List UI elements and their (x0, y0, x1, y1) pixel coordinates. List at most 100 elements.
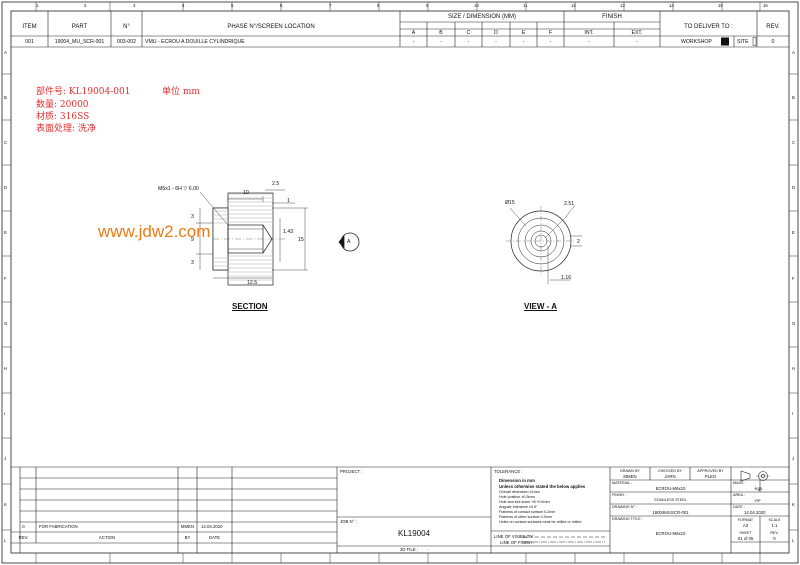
visibility-label: LINE OF VISIBILITY : (494, 534, 536, 539)
dim-3-bottom: 3 (191, 260, 194, 266)
deliver-header: TO DELIVER TO : (684, 24, 733, 30)
project-label: PROJECT : (340, 469, 363, 474)
date-col-header: DATE (208, 535, 221, 540)
n-value: 003-002 (116, 39, 137, 45)
dim-3-top: 3 (191, 214, 194, 220)
part-value: 19004_MU_SCR-001 (54, 39, 105, 45)
note-surface: 表面处理: 洗净 (36, 124, 96, 134)
row-index-b: B (4, 95, 7, 100)
material-label: MATERIAL : (612, 481, 633, 485)
dim-d-value: - (495, 39, 497, 45)
note-material: 材质: 316SS (36, 112, 90, 122)
dim-b-value: - (440, 39, 442, 45)
dim-f-value: - (549, 39, 552, 45)
tolerance-line-6: Angular tolerance ±0.5° (499, 505, 538, 509)
format-label: FORMAT (737, 518, 754, 522)
row-ticks (2, 73, 798, 531)
tolerance-line-8: Flatness of other surface 0.5mm (499, 515, 552, 519)
rev-header: REV. (766, 24, 780, 30)
row-index-c: C (4, 140, 8, 145)
mass-label: MASS : (733, 481, 746, 485)
file-label: 3D FILE : (400, 547, 419, 552)
job-label: JOB N° : (340, 519, 357, 524)
sheet-label: SHEET (739, 531, 752, 535)
col-index-3: 3 (133, 3, 136, 8)
drawn-by-label: DRAWN BY (620, 469, 640, 473)
dim-col-d: D (494, 30, 498, 36)
dim-1: 1 (287, 198, 290, 204)
site-checkbox (752, 37, 757, 46)
revision-row-action: FOR FABRICATION (39, 524, 78, 529)
col-index-4: 4 (182, 3, 185, 8)
checked-by-label: CHECKED BY (658, 469, 682, 473)
dim-1-43: 1.43 (283, 229, 294, 235)
n-header: N° (123, 24, 130, 30)
dim-15: 15 (298, 237, 304, 243)
drawing-no-value: 19004MUSCR-001 (652, 510, 689, 515)
col-index-11: 11 (523, 3, 528, 8)
tolerance-line-3: Overall dimension ±1mm (499, 490, 540, 494)
area-label: AREA : (733, 493, 745, 497)
finish-ext-value: - (636, 39, 638, 45)
by-col-header: BY (184, 535, 191, 540)
rev-label: REV. (770, 531, 779, 535)
row-index-i: I (4, 411, 6, 416)
workshop-label: WORKSHOP (681, 39, 712, 45)
dim-12-5: 12.5 (247, 280, 258, 286)
finish-col-int: INT. (584, 30, 594, 36)
row-index-d-right: D (792, 185, 796, 190)
sheet-value: 01 of 05 (737, 536, 754, 541)
dim-col-a: A (411, 30, 416, 36)
row-index-c-right: C (792, 140, 796, 145)
col-index-7: 7 (329, 3, 332, 8)
col-index-10: 10 (474, 3, 479, 8)
tolerance-line-1: Dimension in mm (499, 478, 535, 483)
col-index-16: 16 (763, 3, 768, 8)
scale-value: 1:1 (771, 523, 778, 528)
size-header: SIZE / DIMENSION (MM) (448, 14, 516, 20)
dim-dia-15: Ø15 (505, 200, 515, 206)
thread-callout: M6x1 - 6H ▽ 6.00 (158, 186, 199, 192)
workshop-checkbox (721, 37, 729, 46)
row-index-b-right: B (792, 95, 795, 100)
dim-col-f: F (548, 30, 553, 36)
row-index-a: A (4, 50, 7, 55)
part-header: PART (71, 24, 88, 30)
rev-value-block: 0 (773, 536, 776, 541)
col-index-8: 8 (377, 3, 380, 8)
dim-col-b: B (439, 30, 443, 36)
view-a-title: VIEW - A (524, 302, 558, 311)
tolerance-line-9: Holes on contact surfaces must be drille… (499, 520, 582, 524)
material-value: ECROU-M6x10 (655, 486, 686, 491)
view-a-drawing (506, 204, 582, 284)
row-index-a-right: A (792, 50, 795, 55)
dim-10: 10 (243, 190, 249, 196)
checked-by-value: JARN (664, 474, 676, 479)
area-value: -m² (754, 498, 761, 503)
row-index-j: J (4, 456, 7, 461)
dim-e-value: - (522, 39, 525, 45)
dim-c-value: - (467, 39, 470, 45)
drawing-title-label: DRAWING TITLE : (612, 517, 643, 521)
note-quantity: 数量: 20000 (36, 100, 89, 110)
row-index-j-right: J (792, 456, 795, 461)
col-index-6: 6 (280, 3, 283, 8)
drawn-by-value: MMEN (623, 474, 637, 479)
dim-a-value: - (412, 39, 415, 45)
view-a-marker (338, 232, 360, 252)
row-index-k-right: K (792, 502, 795, 507)
note-part-number: 部件号: KL19004-001 (36, 87, 131, 97)
approved-by-value: PLEO (704, 474, 717, 479)
view-marker-letter: A (347, 238, 351, 245)
dim-2-5: 2.5 (272, 181, 280, 187)
revision-row-by: MMEN (180, 524, 195, 529)
row-index-g: G (4, 321, 8, 326)
col-index-13: 13 (620, 3, 625, 8)
projection-symbol (740, 470, 770, 482)
row-index-l: L (4, 538, 7, 543)
dim-col-c: C (466, 30, 471, 36)
drawing-no-label: DRAWING N° : (612, 505, 637, 509)
dim-1-16: 1.16 (561, 275, 572, 281)
finish-col-ext: EXT. (631, 30, 643, 36)
